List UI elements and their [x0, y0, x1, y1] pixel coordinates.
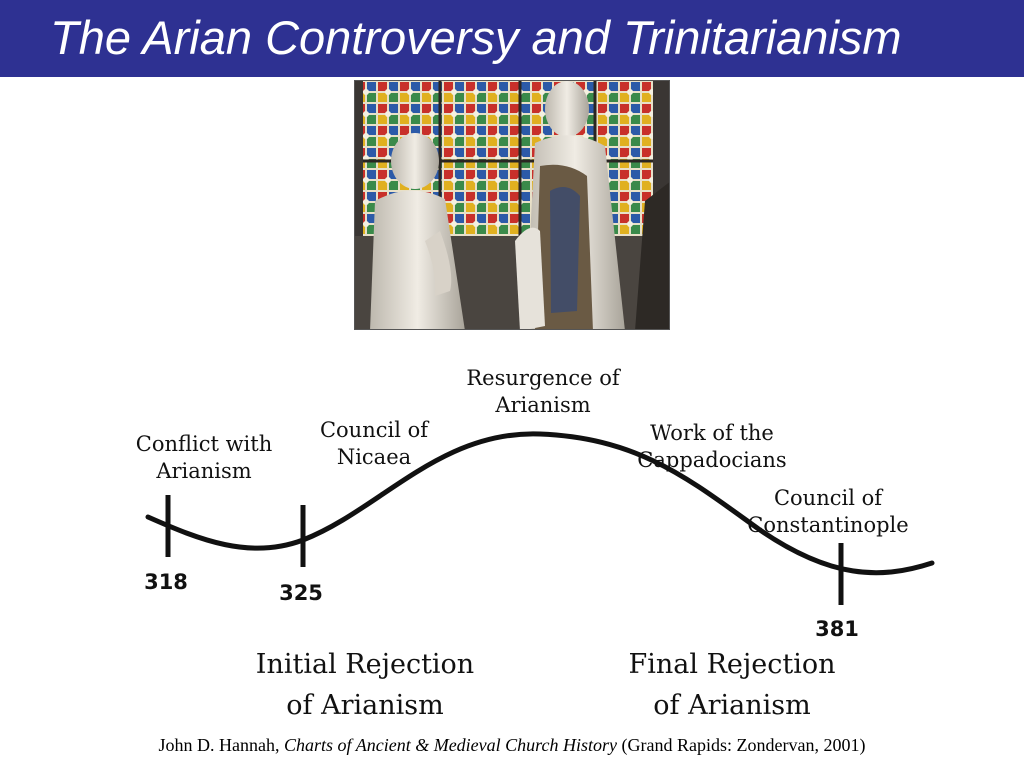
event-resurgence-label-1: Resurgence of: [466, 366, 621, 390]
event-cappadocians-label-1: Work of the: [650, 421, 774, 445]
phase-final-line-2: of Arianism: [653, 690, 810, 721]
year-381: 381: [815, 617, 859, 641]
phase-final-line-1: Final Rejection: [629, 649, 836, 680]
phase-initial-line-1: Initial Rejection: [256, 649, 474, 680]
page-title: The Arian Controversy and Trinitarianism: [50, 11, 902, 64]
event-cappadocians-label-2: Cappadocians: [637, 448, 786, 472]
event-conflict-label-1: Conflict with: [136, 432, 273, 456]
event-nicaea-label-2: Nicaea: [337, 445, 411, 469]
event-resurgence-label-2: Arianism: [494, 393, 590, 417]
citation-book-title: Charts of Ancient & Medieval Church Hist…: [284, 735, 617, 755]
event-constantinople-label-2: Constantinople: [747, 513, 908, 537]
citation-publisher: (Grand Rapids: Zondervan, 2001): [621, 735, 866, 755]
year-318: 318: [144, 570, 188, 594]
event-conflict-label-2: Arianism: [155, 459, 251, 483]
statue-photo-image: [355, 81, 669, 329]
year-325: 325: [279, 581, 323, 605]
citation-author: John D. Hannah,: [158, 735, 280, 755]
title-bar: The Arian Controversy and Trinitarianism: [0, 0, 1024, 77]
phase-initial-line-2: of Arianism: [286, 690, 443, 721]
statue-photo: [354, 80, 670, 330]
event-constantinople-label-1: Council of: [774, 486, 884, 510]
timeline-curve: [145, 431, 935, 576]
citation: John D. Hannah, Charts of Ancient & Medi…: [0, 735, 1024, 756]
event-nicaea-label-1: Council of: [320, 418, 430, 442]
timeline-diagram: Conflict with Arianism Council of Nicaea…: [136, 366, 935, 721]
